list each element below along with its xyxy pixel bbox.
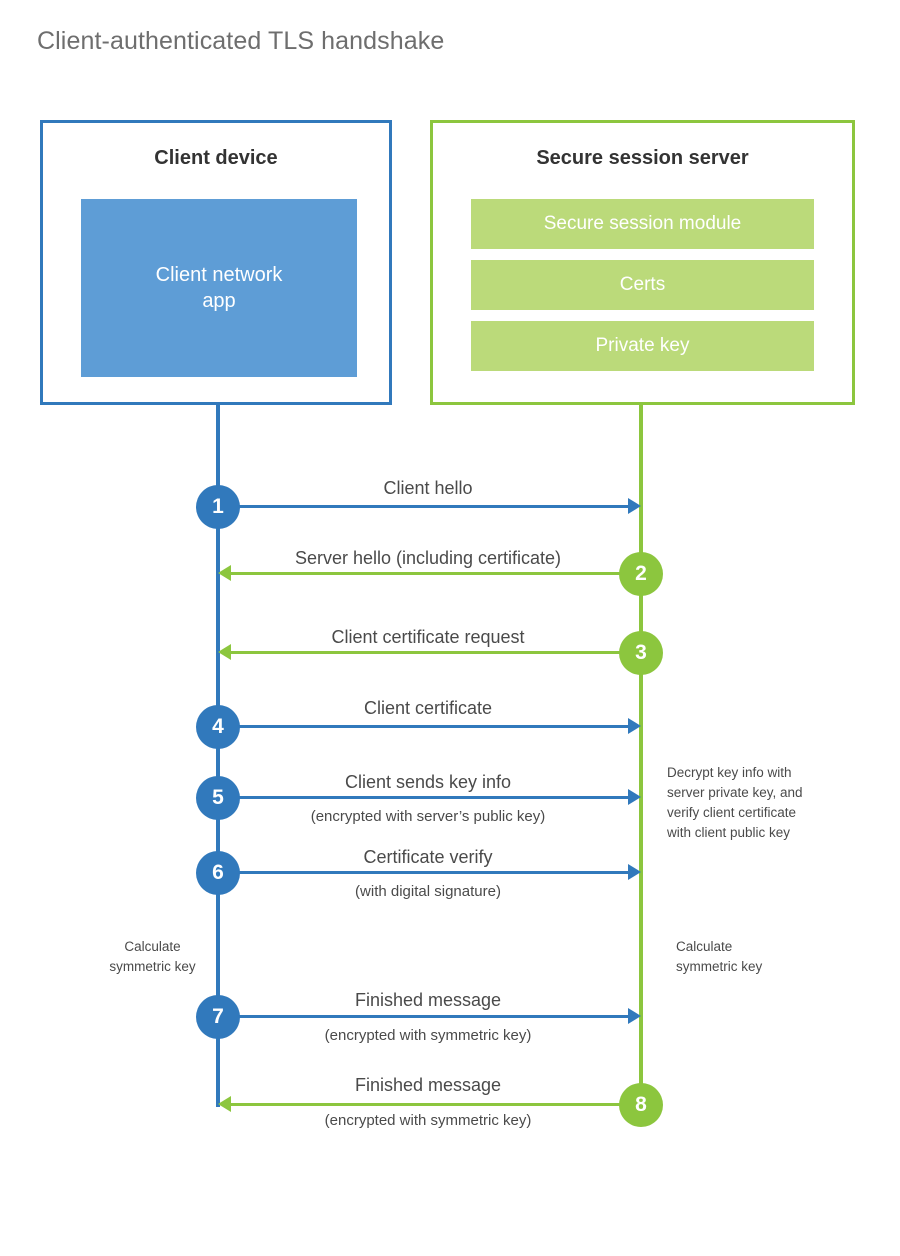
step-sublabel-5: (encrypted with server’s public key) <box>310 808 546 825</box>
arrow-line-step-7 <box>218 1015 630 1018</box>
step-circle-6[interactable]: 6 <box>196 851 240 895</box>
step-label-4: Client certificate <box>363 698 493 718</box>
step-circle-7[interactable]: 7 <box>196 995 240 1039</box>
client-device-box: Client device Client network app <box>40 120 392 405</box>
step-label-5: Client sends key info <box>344 772 512 792</box>
arrow-line-step-3 <box>230 651 630 654</box>
arrow-line-step-6 <box>218 871 630 874</box>
arrow-head-step-2 <box>218 565 231 581</box>
server-component-private-key: Private key <box>471 321 814 371</box>
step-label-2: Server hello (including certificate) <box>294 548 562 568</box>
arrow-line-step-5 <box>218 796 630 799</box>
client-lifeline <box>216 405 220 1107</box>
arrow-head-step-3 <box>218 644 231 660</box>
step-sublabel-7: (encrypted with symmetric key) <box>324 1027 532 1044</box>
step-circle-8[interactable]: 8 <box>619 1083 663 1127</box>
secure-session-server-box: Secure session server Secure session mod… <box>430 120 855 405</box>
arrow-head-step-1 <box>628 498 641 514</box>
arrow-head-step-4 <box>628 718 641 734</box>
arrow-head-step-8 <box>218 1096 231 1112</box>
client-network-app-block: Client network app <box>81 199 357 377</box>
arrow-head-step-5 <box>628 789 641 805</box>
server-component-certs: Certs <box>471 260 814 310</box>
step-circle-3[interactable]: 3 <box>619 631 663 675</box>
server-components-list: Secure session module Certs Private key <box>471 199 814 382</box>
server-component-secure-session-module: Secure session module <box>471 199 814 249</box>
server-decrypt-note: Decrypt key info with server private key… <box>667 765 803 840</box>
arrow-line-step-4 <box>218 725 630 728</box>
arrow-line-step-8 <box>230 1103 630 1106</box>
step-circle-2[interactable]: 2 <box>619 552 663 596</box>
step-label-7: Finished message <box>354 990 502 1010</box>
step-circle-1[interactable]: 1 <box>196 485 240 529</box>
step-label-3: Client certificate request <box>331 627 525 647</box>
step-label-1: Client hello <box>383 478 473 498</box>
arrow-head-step-6 <box>628 864 641 880</box>
step-sublabel-8: (encrypted with symmetric key) <box>324 1112 532 1129</box>
step-circle-4[interactable]: 4 <box>196 705 240 749</box>
step-sublabel-6: (with digital signature) <box>355 883 501 900</box>
client-device-title: Client device <box>154 147 278 169</box>
page-title: Client-authenticated TLS handshake <box>37 27 445 55</box>
client-calculate-symmetric-key-note: Calculate symmetric key <box>109 939 196 974</box>
server-calculate-symmetric-key-note: Calculate symmetric key <box>676 939 763 974</box>
server-lifeline <box>639 405 643 1107</box>
step-circle-5[interactable]: 5 <box>196 776 240 820</box>
arrow-head-step-7 <box>628 1008 641 1024</box>
arrow-line-step-2 <box>230 572 630 575</box>
secure-session-server-title: Secure session server <box>536 147 749 169</box>
step-label-6: Certificate verify <box>363 847 493 867</box>
arrow-line-step-1 <box>218 505 630 508</box>
step-label-8: Finished message <box>354 1075 502 1095</box>
